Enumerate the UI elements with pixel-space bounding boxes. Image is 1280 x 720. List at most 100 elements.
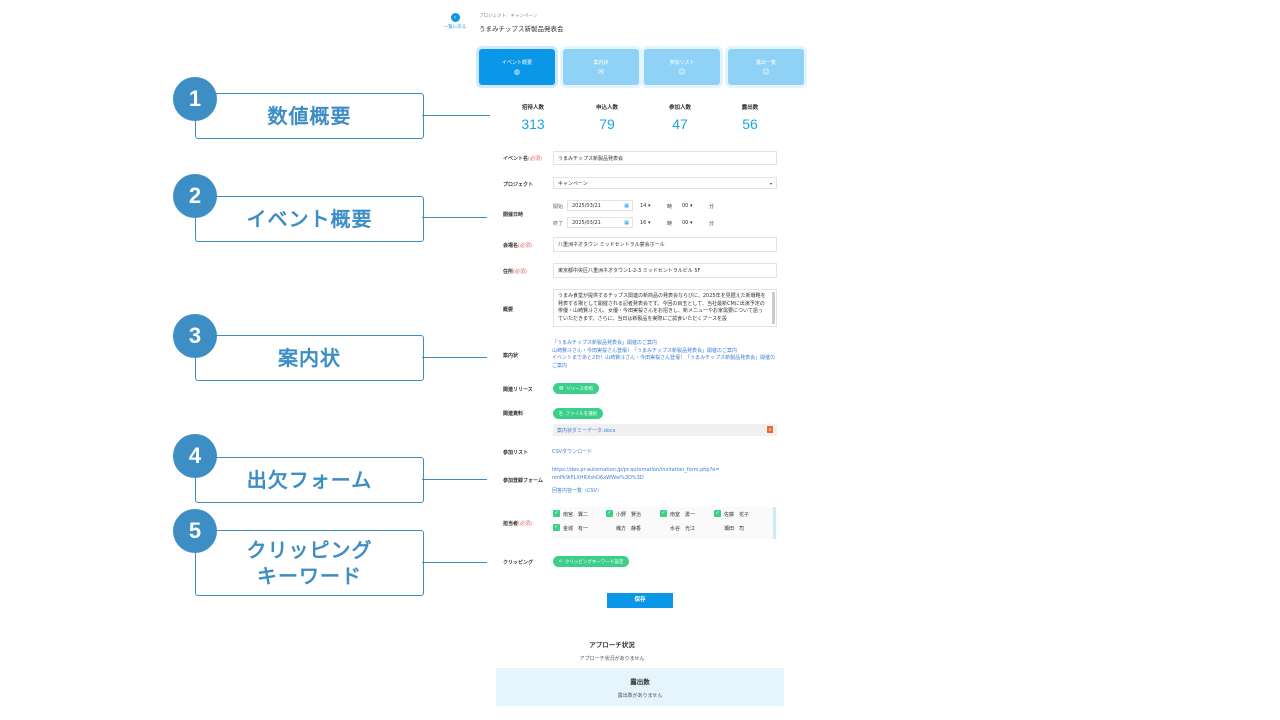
invitation-link[interactable]: 「うまみチップス新製品発表会」開催のご案内 [552,340,658,346]
callout-connector [422,357,487,358]
callout-number: 1 [173,77,217,121]
callout-connector [422,115,490,116]
staff-name: 小野 賢治 [616,512,642,518]
calendar-icon: ▦ [624,202,629,209]
file-select-button[interactable]: ⎘ファイルを選択 [553,408,604,419]
start-label: 開始 [553,204,564,210]
mail-icon: ✉ [598,67,604,76]
release-reference-button[interactable]: ▤リリース参照 [553,383,600,394]
exposure-title: 露出数 [630,678,650,686]
end-min-select[interactable]: 00 ▾ [682,220,693,226]
stat-label-attended: 参加人数 [668,105,691,111]
approach-title: アプローチ状況 [589,641,635,649]
min-unit: 分 [709,204,715,210]
callout-connector [422,562,487,563]
tag-icon: ⌂ [559,559,562,564]
stat-value-invited: 313 [521,116,545,132]
tab-label: 案内状 [593,59,609,66]
project-select[interactable]: キャンペーン ▾ [553,177,777,189]
tab-label: 参加リスト [669,59,695,66]
staff-name: 南宮 翼二 [563,512,589,518]
staff-label: 担当者(必須) [503,521,532,527]
project-label: プロジェクト [503,182,534,188]
staff-checklist: ✓ 南宮 翼二 ✓ 小野 賢治 ✓ 南室 勇一 ✓ 佐藤 花子 ✓ 金城 有一 … [551,507,777,539]
stat-value-applied: 79 [599,116,615,132]
staff-scrollbar[interactable] [773,507,776,539]
callout-connector [422,217,487,218]
event-detail-page: ‹ 一覧に戻る プロジェクト：キャンペーン うまみチップス新製品発表会 イベント… [437,8,804,720]
callout-number: 3 [173,314,217,358]
datetime-label: 開催日時 [503,212,524,218]
venue-label: 会場名(必須) [503,243,532,249]
tab-exposure-list[interactable]: 露出一覧 ☺ [728,49,804,85]
breadcrumb: プロジェクト：キャンペーン [479,14,538,19]
invitation-link[interactable]: イベントまであと2日！山崎賢斗さん・今田実桜さん登壇！「うまみチップス新製品発表… [552,355,776,369]
stat-value-exposure: 56 [742,116,758,132]
material-label: 関連資料 [503,411,524,417]
approach-empty-text: アプローチ状況がありません [579,656,645,662]
checkbox[interactable]: ✓ [553,510,560,517]
start-hour-select[interactable]: 14 ▾ [640,203,651,209]
end-date-input[interactable]: 2025/03/21 ▦ [567,217,633,228]
venue-input[interactable]: 八重洲ネオタウン ミッドセントラル宴会ホール [553,237,777,252]
exposure-empty-text: 露出数がありません [617,693,663,699]
back-button[interactable]: ‹ 一覧に戻る [443,13,467,30]
save-button[interactable]: 保存 [607,593,673,608]
tab-invitation[interactable]: 案内状 ✉ [563,49,639,85]
tab-participant-list[interactable]: 参加リスト ☺ [644,49,720,85]
document-icon: ▤ [559,386,564,391]
start-date-input[interactable]: 2025/03/21 ▦ [567,200,633,211]
calendar-icon: ▦ [624,219,629,226]
callout-connector [422,479,487,480]
checkbox[interactable]: ✓ [714,510,721,517]
min-unit: 分 [709,221,715,227]
clipping-keyword-button[interactable]: ⌂クリッピングキーワード設定 [553,556,630,567]
end-date-value: 2025/03/21 [572,219,601,226]
address-input[interactable]: 東京都中央区八重洲ネオタウン1-2-3 ミッドセントラルビル 5F [553,263,777,278]
invitation-list: 「うまみチップス新製品発表会」開催のご案内 山崎賢斗さん・今田実桜さん登壇！「う… [552,340,778,370]
start-min-select[interactable]: 00 ▾ [682,203,693,209]
summary-textarea[interactable]: うまみ食堂が提供するチップス関連の新商品の発表会ならびに、2025年を見据えた新… [553,289,777,327]
checkbox[interactable]: ✓ [553,524,560,531]
callout-label: 数値概要 [195,93,424,139]
event-name-label: イベント名(必須) [503,156,542,162]
required-mark: (必須) [518,243,532,249]
checkbox[interactable]: ✓ [606,510,613,517]
callout-label: イベント概要 [195,196,424,242]
stat-value-attended: 47 [672,116,688,132]
form-answers-link[interactable]: 回答内容一覧（CSV） [552,488,603,494]
registration-form-label: 参加登録フォーム [503,478,543,484]
attached-file-link[interactable]: 案内状ダミーデータ.docx [557,428,616,434]
staff-name: 瀬田 司 [724,526,745,532]
end-hour-select[interactable]: 16 ▾ [640,220,651,226]
stat-label-exposure: 露出数 [741,105,759,111]
end-label: 終了 [553,221,564,227]
page-title: うまみチップス新製品発表会 [479,25,564,33]
hour-unit: 時 [667,221,673,227]
callout-label: 出欠フォーム [195,457,424,503]
stat-label-applied: 申込人数 [595,105,618,111]
callout-number: 5 [173,509,217,553]
callout-label: 案内状 [195,335,424,381]
summary-label: 概要 [503,307,514,313]
required-mark: (必須) [528,156,542,162]
staff-name: 水谷 光江 [670,526,696,532]
required-mark: (必須) [513,269,527,275]
invitation-link[interactable]: 山崎賢斗さん・今田実桜さん登壇！「うまみチップス新製品発表会」開催のご案内 [552,347,738,354]
chevron-down-icon: ▾ [769,180,772,186]
event-name-input[interactable]: うまみチップス新製品発表会 [553,151,777,165]
callout-number: 2 [173,174,217,218]
registration-form-url[interactable]: https://dev.pr-automation.jp/pr-automati… [552,467,720,481]
csv-download-link[interactable]: CSVダウンロード [552,449,593,455]
hour-unit: 時 [667,204,673,210]
tab-event-overview[interactable]: イベント概要 ◍ [479,49,555,85]
address-label: 住所(必須) [503,269,527,275]
attached-file-row: 案内状ダミーデータ.docx × [553,424,777,436]
delete-file-icon[interactable]: × [767,426,773,433]
back-label: 一覧に戻る [443,25,467,30]
checkbox[interactable]: ✓ [660,510,667,517]
invitation-label: 案内状 [503,353,519,359]
staff-name: 佐藤 花子 [724,512,750,518]
tab-label: 露出一覧 [755,59,776,66]
summary-scrollbar[interactable] [772,292,775,324]
